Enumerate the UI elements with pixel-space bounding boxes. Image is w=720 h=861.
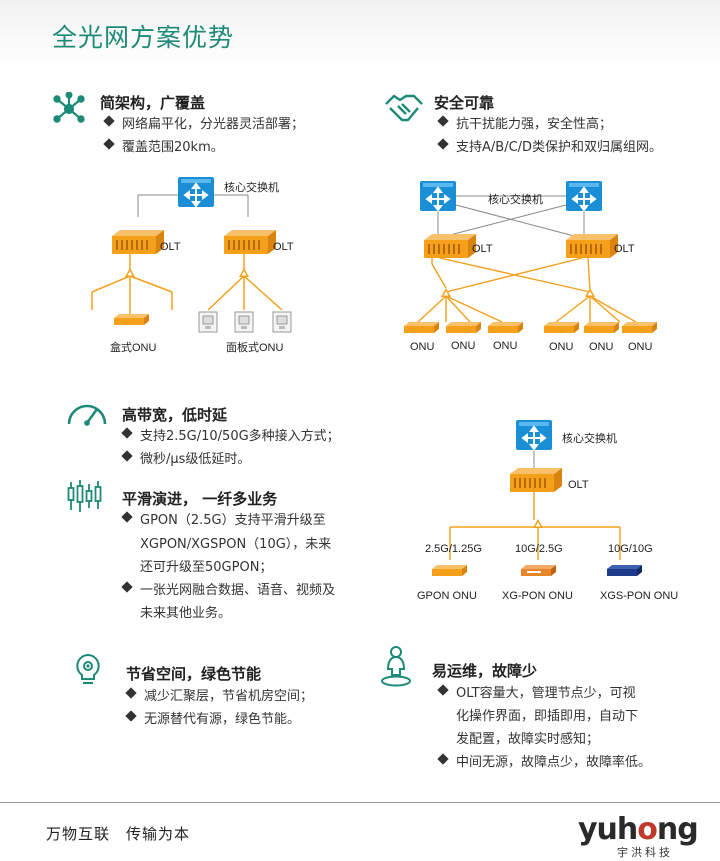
onu-device-icon — [544, 322, 579, 333]
splitter-icon — [533, 519, 543, 528]
section-title-green: 节省空间，绿色节能 — [126, 665, 262, 683]
onu-type-label: GPON ONU — [417, 590, 477, 602]
lightbulb-gear-icon — [76, 653, 100, 684]
splitter-icon — [585, 288, 595, 297]
bullet-item: OLT容量大，管理节点少，可视 — [438, 683, 636, 705]
candlestick-icon — [67, 480, 102, 512]
location-pin-icon — [381, 646, 411, 687]
core-switch-label: 核心交换机 — [488, 192, 543, 206]
onu-type-label: XG-PON ONU — [502, 590, 573, 602]
onu-device-icon — [446, 322, 481, 333]
onu-label: ONU — [589, 341, 614, 353]
onu-type-label: XGS-PON ONU — [600, 590, 678, 602]
olt-label: OLT — [160, 241, 181, 253]
diagram-2: 核心交换机 OLT OLT ONU ONU ONU ONU ONU ONU — [404, 180, 657, 353]
page-title: 全光网方案优势 — [52, 23, 235, 52]
olt-device-icon — [224, 230, 276, 254]
core-switch-label: 核心交换机 — [562, 431, 617, 445]
splitter-icon — [125, 268, 135, 277]
core-switch-icon — [177, 176, 215, 208]
panel-onu-icon — [272, 311, 292, 333]
xgpon-onu-icon — [521, 565, 556, 576]
bullet-item: 微秒/μs级低延时。 — [122, 449, 250, 471]
gpon-onu-icon — [432, 565, 467, 576]
section-title-security: 安全可靠 — [434, 94, 495, 112]
bullet-item: 未来其他业务。 — [140, 606, 232, 621]
core-switch-icon — [565, 180, 603, 212]
section-title-bandwidth: 高带宽，低时延 — [122, 406, 228, 424]
bullet-item: GPON（2.5G）支持平滑升级至 — [122, 510, 326, 532]
onu-label: ONU — [628, 341, 653, 353]
onu-device-icon — [584, 322, 619, 333]
onu-device-icon — [114, 314, 149, 325]
section-title-maintenance: 易运维，故障少 — [432, 662, 538, 680]
bullet-item: 网络扁平化，分光器灵活部署； — [104, 114, 304, 136]
diagram-1: 核心交换机 OLT OLT 盒式ONU 面板式ONU — [91, 176, 294, 354]
bullet-item: 无源替代有源，绿色节能。 — [126, 709, 300, 731]
bullet-item: 一张光网融合数据、语音、视频及 — [122, 580, 335, 602]
olt-label: OLT — [472, 243, 493, 255]
speed-label: 10G/2.5G — [515, 543, 563, 555]
core-switch-icon — [515, 419, 553, 451]
panel-onu-icon — [234, 311, 254, 333]
olt-label: OLT — [568, 479, 589, 491]
company-logo-subtitle: 宇洪科技 — [617, 846, 673, 859]
header-bar — [0, 0, 720, 72]
bullet-item: 抗干扰能力强，安全性高； — [438, 114, 612, 136]
onu-device-icon — [622, 322, 657, 333]
bullet-item: 支持A/B/C/D类保护和双归属组网。 — [438, 137, 662, 159]
footer-slogan: 万物互联 传输为本 — [46, 825, 191, 843]
footer-divider — [0, 802, 720, 803]
olt-label: OLT — [614, 243, 635, 255]
handshake-icon — [385, 94, 423, 122]
olt-label: OLT — [273, 241, 294, 253]
bullet-item: 支持2.5G/10/50G多种接入方式； — [122, 426, 340, 448]
splitter-icon — [239, 268, 249, 277]
olt-device-icon — [424, 234, 476, 258]
panel-onu-icon — [198, 311, 218, 333]
xgspon-onu-icon — [607, 565, 642, 576]
onu-label: ONU — [549, 341, 574, 353]
speedometer-icon — [67, 404, 107, 426]
onu-label: ONU — [410, 341, 435, 353]
diagram-3: 核心交换机 OLT 2.5G/1.25G 10G/2.5G 10G/10G GP… — [417, 419, 678, 602]
speed-label: 10G/10G — [608, 543, 653, 555]
network-diagrams: 核心交换机 OLT OLT 盒式ONU 面板式ONU — [91, 176, 678, 602]
olt-device-icon — [566, 234, 618, 258]
olt-device-icon — [510, 468, 562, 492]
bullet-item: 中间无源，故障点少，故障率低。 — [438, 752, 651, 774]
onu-label: ONU — [493, 340, 518, 352]
core-switch-icon — [419, 180, 457, 212]
core-switch-label: 核心交换机 — [224, 180, 279, 194]
olt-device-icon — [112, 230, 164, 254]
bullet-item: 减少汇聚层，节省机房空间； — [126, 686, 313, 708]
bullet-item: XGPON/XGSPON（10G），未来 — [140, 537, 332, 552]
bullet-item: 化操作界面，即插即用，自动下 — [456, 709, 639, 724]
onu-label: ONU — [451, 340, 476, 352]
onu-device-icon — [488, 322, 523, 333]
section-title-evolution: 平滑演进， 一纤多业务 — [122, 490, 278, 508]
box-onu-label: 盒式ONU — [110, 340, 156, 354]
company-logo: yuhong — [578, 812, 699, 847]
speed-label: 2.5G/1.25G — [425, 543, 482, 555]
section-title-architecture: 简架构，广覆盖 — [100, 94, 206, 112]
panel-onu-label: 面板式ONU — [226, 340, 283, 354]
bullet-item: 发配置，故障实时感知； — [456, 732, 600, 747]
bullet-item: 还可升级至50GPON； — [140, 560, 273, 575]
splitter-icon — [441, 288, 451, 297]
network-nodes-icon — [53, 92, 85, 123]
onu-device-icon — [404, 322, 439, 333]
bullet-item: 覆盖范围20km。 — [104, 137, 224, 159]
